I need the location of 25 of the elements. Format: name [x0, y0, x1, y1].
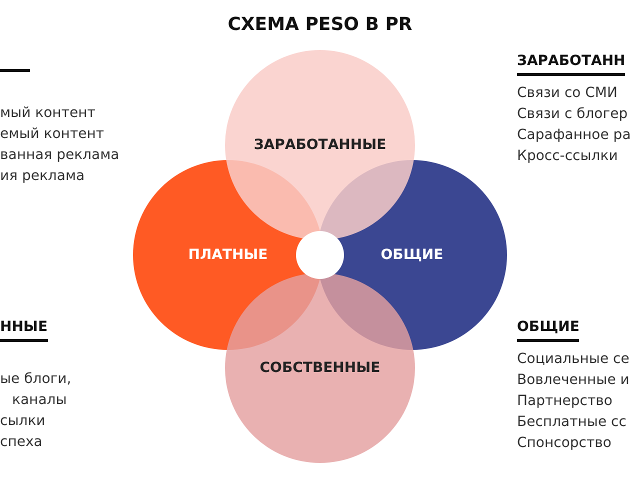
list-item: Вовлеченные и: [517, 371, 630, 389]
list-item: Связи со СМИ: [517, 84, 618, 102]
list-item: Кросс-ссылки: [517, 147, 618, 165]
list-item: спеха: [0, 433, 42, 451]
list-item: Социальные се: [517, 350, 630, 368]
list-item: мый контент: [0, 104, 96, 122]
diagram-title: СХЕМА PESO В PR: [226, 14, 414, 35]
list-item: ванная реклама: [0, 146, 120, 164]
circle-label: ПЛАТНЫЕ: [188, 247, 268, 263]
list-item: Бесплатные сс: [517, 413, 626, 431]
list-item: емый контент: [0, 125, 104, 143]
circle-label: ОБЩИЕ: [380, 247, 444, 263]
section-heading: ЗАРАБОТАНН: [517, 52, 626, 76]
list-item: Сарафанное ра: [517, 126, 631, 144]
circle-label: ЗАРАБОТАННЫЕ: [254, 137, 386, 153]
list-item: ые блоги,: [0, 370, 72, 388]
circle-label: СОБСТВЕННЫЕ: [260, 360, 380, 376]
list-item: ия реклама: [0, 167, 85, 185]
list-item: Связи с блогер: [517, 105, 628, 123]
list-item: каналы: [12, 391, 67, 409]
section-heading: ОБЩИЕ: [517, 318, 580, 342]
list-item: Спонсорство: [517, 434, 612, 452]
list-item: Партнерство: [517, 392, 612, 410]
list-item: сылки: [0, 412, 46, 430]
section-heading: ННЫЕ: [0, 318, 48, 342]
